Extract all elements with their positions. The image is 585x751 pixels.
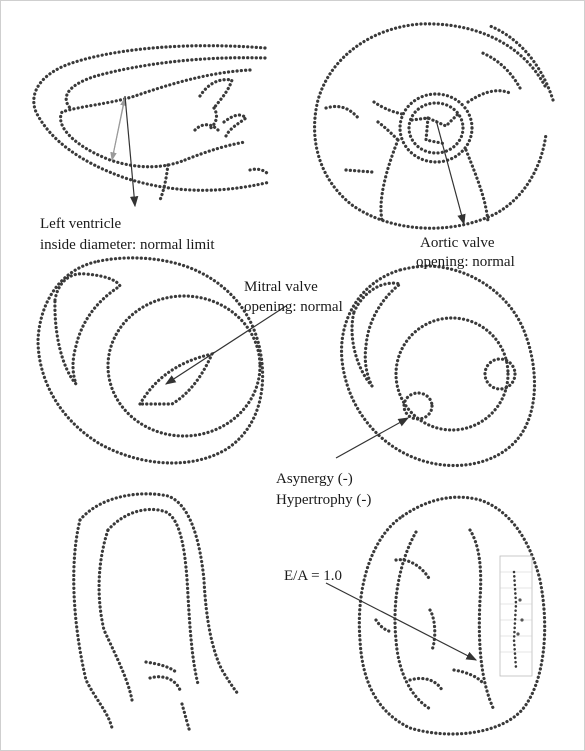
hypertrophy-label: Hypertrophy (-): [276, 491, 371, 510]
aortic-short-axis-view: [315, 24, 553, 228]
left-ventricle-label: Left ventricle: [40, 215, 121, 234]
papillary-short-axis-view: [336, 266, 535, 466]
aortic-valve-label: Aortic valve: [420, 234, 495, 253]
aortic-valve-opening-label: opening: normal: [416, 253, 515, 272]
apical-four-chamber-view: [326, 497, 545, 734]
doppler-spectrum-box: [500, 556, 532, 676]
apical-view: [74, 494, 238, 732]
mitral-valve-opening-label: opening: normal: [244, 298, 343, 317]
long-axis-view: [34, 46, 270, 206]
asynergy-label: Asynergy (-): [276, 470, 353, 489]
ea-ratio-label: E/A = 1.0: [284, 567, 342, 586]
mitral-valve-label: Mitral valve: [244, 278, 318, 297]
left-ventricle-diameter-label: inside diameter: normal limit: [40, 236, 215, 255]
